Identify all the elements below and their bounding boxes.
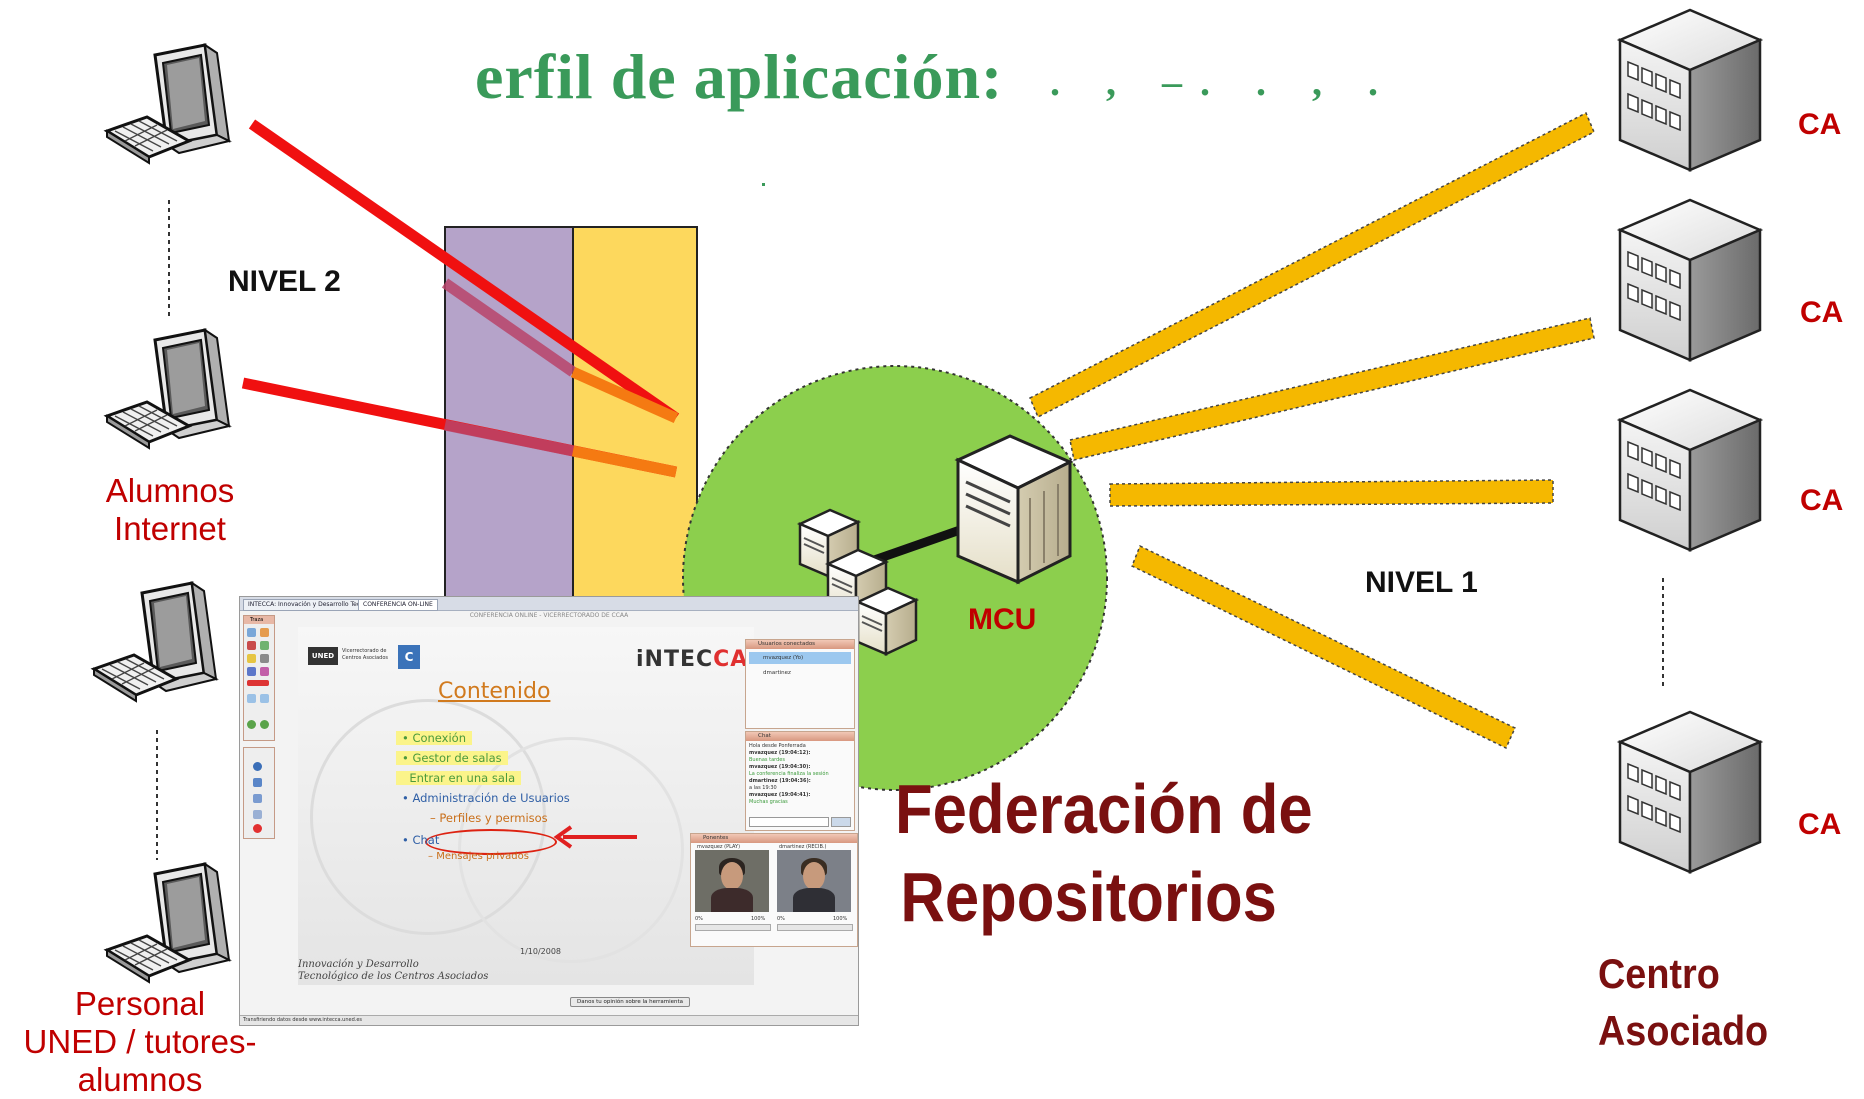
- slide-heading: Contenido: [438, 679, 551, 704]
- tools-title: Traza: [244, 616, 274, 624]
- mcu-server-icon: [954, 434, 1074, 585]
- slide-item: • Conexión: [396, 731, 473, 745]
- volume-level: 0%: [777, 916, 785, 922]
- color-icon[interactable]: [247, 667, 256, 676]
- slide-item: • Chat: [402, 833, 440, 847]
- fill-icon[interactable]: [260, 667, 269, 676]
- browser-tab[interactable]: INTECCA: Innovación y Desarrollo Tec...: [243, 599, 371, 611]
- chat-panel-title: Chat: [746, 732, 854, 741]
- settings-icon[interactable]: [253, 810, 262, 819]
- ca-logo: C: [398, 645, 420, 669]
- personal-label: Personal UNED / tutores- alumnos: [23, 985, 257, 1098]
- next-slide-icon[interactable]: [260, 720, 269, 729]
- volume-level: 100%: [833, 916, 848, 922]
- user-item[interactable]: dmartinez: [763, 670, 791, 676]
- users-panel: Usuarios conectados mvazquez (Yo) dmarti…: [745, 639, 855, 729]
- slide-item: Entrar en una sala: [396, 771, 522, 785]
- users-panel-title: Usuarios conectados: [746, 640, 854, 649]
- browser-tab-bar: INTECCA: Innovación y Desarrollo Tec... …: [240, 597, 858, 611]
- ca-label: CA: [1798, 808, 1842, 841]
- ca-label: CA: [1798, 108, 1842, 141]
- slide-item: • Gestor de salas: [396, 751, 508, 765]
- embedded-app-screenshot: INTECCA: Innovación y Desarrollo Tec... …: [239, 596, 859, 1026]
- chat-send-button[interactable]: [831, 817, 851, 827]
- eraser-icon[interactable]: [247, 641, 256, 650]
- hand-icon[interactable]: [247, 694, 256, 703]
- color-swatch[interactable]: [247, 680, 269, 686]
- status-bar: Transfiriendo datos desde www.intecca.un…: [240, 1015, 858, 1025]
- computer-icon: [105, 328, 231, 450]
- highlight-circle: [425, 829, 557, 855]
- building-icon: [1618, 8, 1762, 172]
- federacion-label: Federación de Repositorios: [895, 770, 1313, 936]
- volume-slider[interactable]: [695, 924, 771, 931]
- ca-label: CA: [1800, 484, 1844, 517]
- nivel1-label: NIVEL 1: [1365, 566, 1478, 599]
- presentation-slide: UNED Vicerrectorado de Centros Asociados…: [298, 627, 754, 985]
- centro-asociado-label: Centro Asociado: [1598, 950, 1769, 1054]
- mcu-label: MCU: [968, 603, 1037, 636]
- uned-logo: UNED: [308, 647, 338, 665]
- video-feed: [695, 850, 769, 912]
- computer-icon: [105, 862, 231, 984]
- record-icon[interactable]: [253, 824, 262, 833]
- title-trailing-marks: . , –. . , .: [1050, 59, 1396, 104]
- text-icon[interactable]: [247, 654, 256, 663]
- building-icon: [1618, 198, 1762, 362]
- pencil-icon[interactable]: [247, 628, 256, 637]
- conference-title: CONFERENCIA ONLINE - VICERRECTORADO DE C…: [469, 612, 629, 619]
- line-icon[interactable]: [260, 641, 269, 650]
- drawing-tools-panel: Traza: [243, 615, 275, 741]
- video-feed: [777, 850, 851, 912]
- share-icon[interactable]: [253, 794, 262, 803]
- server-icon: [856, 586, 918, 656]
- chat-input[interactable]: [749, 817, 829, 827]
- computer-icon: [105, 43, 231, 165]
- nivel2-label: NIVEL 2: [228, 265, 341, 298]
- browser-tab-active[interactable]: CONFERENCIA ON-LINE: [358, 599, 438, 611]
- volume-level: 0%: [695, 916, 703, 922]
- slide-item: – Mensajes privados: [428, 851, 529, 862]
- prev-slide-icon[interactable]: [247, 720, 256, 729]
- marker-icon[interactable]: [260, 628, 269, 637]
- shape-icon[interactable]: [260, 654, 269, 663]
- ponentes-panel-title: Ponentes: [691, 834, 857, 843]
- ca-label: CA: [1800, 296, 1844, 329]
- opinion-button[interactable]: Danos tu opinión sobre la herramienta: [570, 997, 691, 1007]
- red-arrow-icon: [553, 825, 637, 849]
- connection-line-1: [248, 119, 680, 423]
- volume-level: 100%: [751, 916, 766, 922]
- intecca-logo: iNTECCA: [636, 647, 749, 672]
- ponentes-panel: Ponentes mvazquez (PLAY) dmartinez (RECI…: [690, 833, 858, 947]
- ponente-name: mvazquez (PLAY): [697, 844, 741, 850]
- audio-icon[interactable]: [253, 762, 262, 771]
- volume-slider[interactable]: [777, 924, 853, 931]
- page-title: erfil de aplicación:: [475, 41, 1004, 112]
- computer-icon: [92, 581, 218, 703]
- building-icon: [1618, 388, 1762, 552]
- slide-footer: Innovación y Desarrollo Tecnológico de l…: [298, 959, 489, 982]
- chat-log: Hola desde Ponferrada mvazquez (19:04:12…: [749, 743, 829, 805]
- nivel1-links: [1029, 111, 1595, 750]
- slide-item-highlighted: – Perfiles y permisos: [430, 811, 548, 825]
- uned-subtitle: Vicerrectorado de Centros Asociados: [342, 648, 389, 661]
- user-item[interactable]: mvazquez (Yo): [749, 652, 851, 664]
- ponente-name: dmartinez (RECIB.): [779, 844, 827, 850]
- slide-item: • Administración de Usuarios: [402, 791, 570, 805]
- zoom-icon[interactable]: [260, 694, 269, 703]
- building-icon: [1618, 710, 1762, 874]
- slide-date: 1/10/2008: [520, 947, 562, 956]
- purple-band: [444, 226, 574, 608]
- alumnos-label: Alumnos Internet: [105, 472, 235, 547]
- yellow-band: [572, 226, 698, 608]
- media-tools-panel: [243, 747, 275, 839]
- video-icon[interactable]: [253, 778, 262, 787]
- chat-panel: Chat Hola desde Ponferrada mvazquez (19:…: [745, 731, 855, 831]
